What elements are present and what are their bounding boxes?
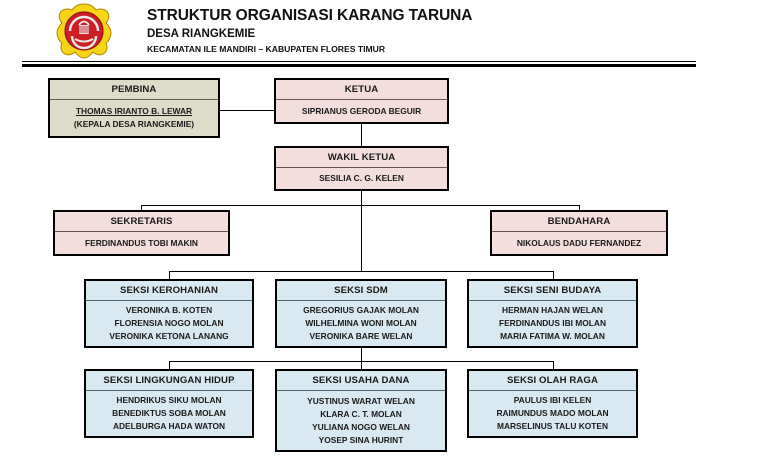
- connector-spine-row1: [361, 205, 362, 271]
- node-seksi-lingkungan-hidup-title: SEKSI LINGKUNGAN HIDUP: [86, 371, 252, 391]
- node-seksi-sdm-members: GREGORIUS GAJAK MOLAN WILHELMINA WONI MO…: [277, 301, 445, 346]
- member-name: HERMAN HAJAN WELAN: [502, 305, 603, 315]
- member-name: THOMAS IRIANTO B. LEWAR: [75, 106, 193, 116]
- node-seksi-lingkungan-hidup-members: HENDRIKUS SIKU MOLAN BENEDIKTUS SOBA MOL…: [86, 391, 252, 436]
- connector-drop-seni-budaya: [553, 271, 554, 279]
- karang-taruna-emblem-icon: [55, 3, 113, 59]
- node-seksi-kerohanian[interactable]: SEKSI KEROHANIAN VERONIKA B. KOTEN FLORE…: [84, 279, 254, 348]
- connector-pembina-ketua: [220, 110, 275, 111]
- connector-drop-kerohanian: [169, 271, 170, 279]
- member-name: HENDRIKUS SIKU MOLAN: [116, 395, 222, 405]
- connector-drop-usaha-dana: [361, 361, 362, 369]
- node-seksi-kerohanian-members: VERONIKA B. KOTEN FLORENSIA NOGO MOLAN V…: [86, 301, 252, 346]
- node-sekretaris-members: FERDINANDUS TOBI MAKIN: [55, 232, 228, 254]
- connector-drop-lingkungan: [169, 361, 170, 369]
- member-name: MARIA FATIMA W. MOLAN: [500, 331, 605, 341]
- connector-ketua-wakil: [361, 124, 362, 146]
- member-name: SIPRIANUS GERODA BEGUIR: [301, 105, 422, 116]
- member-name: GREGORIUS GAJAK MOLAN: [303, 305, 419, 315]
- member-name: FERDINANDUS TOBI MAKIN: [85, 237, 198, 248]
- node-seksi-olah-raga-title: SEKSI OLAH RAGA: [469, 371, 636, 391]
- connector-spine-row2: [361, 348, 362, 361]
- member-name: YUSTINUS WARAT WELAN: [307, 395, 415, 406]
- node-wakil-ketua-members: SESILIA C. G. KELEN: [276, 168, 447, 189]
- node-bendahara[interactable]: BENDAHARA NIKOLAUS DADU FERNANDEZ: [490, 210, 668, 256]
- node-seksi-seni-budaya-members: HERMAN HAJAN WELAN FERDINANDUS IBI MOLAN…: [469, 301, 636, 346]
- connector-bus-sekretaris-bendahara: [141, 205, 579, 206]
- member-name: VERONIKA B. KOTEN: [125, 305, 213, 315]
- member-name: FERDINANDUS IBI MOLAN: [498, 318, 606, 328]
- node-bendahara-members: NIKOLAUS DADU FERNANDEZ: [492, 232, 666, 254]
- node-seksi-olah-raga-members: PAULUS IBI KELEN RAIMUNDUS MADO MOLAN MA…: [469, 391, 636, 436]
- member-name: KLARA C. T. MOLAN: [320, 408, 402, 419]
- member-name: RAIMUNDUS MADO MOLAN: [496, 408, 609, 418]
- node-pembina-title: PEMBINA: [50, 80, 218, 100]
- node-seksi-olah-raga[interactable]: SEKSI OLAH RAGA PAULUS IBI KELEN RAIMUND…: [467, 369, 638, 438]
- node-seksi-lingkungan-hidup[interactable]: SEKSI LINGKUNGAN HIDUP HENDRIKUS SIKU MO…: [84, 369, 254, 438]
- page-subtitle-region: KECAMATAN ILE MANDIRI – KABUPATEN FLORES…: [147, 44, 386, 54]
- member-name: BENEDIKTUS SOBA MOLAN: [112, 408, 226, 418]
- document-header: STRUKTUR ORGANISASI KARANG TARUNA DESA R…: [0, 0, 768, 67]
- member-name: PAULUS IBI KELEN: [513, 395, 592, 405]
- node-seksi-seni-budaya[interactable]: SEKSI SENI BUDAYA HERMAN HAJAN WELAN FER…: [467, 279, 638, 348]
- header-text-block: STRUKTUR ORGANISASI KARANG TARUNA DESA R…: [147, 6, 472, 56]
- member-name: NIKOLAUS DADU FERNANDEZ: [516, 237, 642, 248]
- node-sekretaris-title: SEKRETARIS: [55, 212, 228, 232]
- node-seksi-usaha-dana-members: YUSTINUS WARAT WELAN KLARA C. T. MOLAN Y…: [277, 391, 445, 450]
- member-name: SESILIA C. G. KELEN: [319, 173, 404, 183]
- node-wakil-ketua-title: WAKIL KETUA: [276, 148, 447, 168]
- page-subtitle: DESA RIANGKEMIE: [147, 28, 256, 40]
- node-pembina[interactable]: PEMBINA THOMAS IRIANTO B. LEWAR (KEPALA …: [48, 78, 220, 138]
- node-seksi-sdm[interactable]: SEKSI SDM GREGORIUS GAJAK MOLAN WILHELMI…: [275, 279, 447, 348]
- member-name: VERONIKA BARE WELAN: [309, 331, 413, 341]
- node-seksi-sdm-title: SEKSI SDM: [277, 281, 445, 301]
- connector-drop-olah-raga: [553, 361, 554, 369]
- header-divider-thick: [22, 64, 696, 67]
- page-title: STRUKTUR ORGANISASI KARANG TARUNA: [147, 7, 473, 24]
- connector-wakil-down: [361, 190, 362, 206]
- node-seksi-usaha-dana-title: SEKSI USAHA DANA: [277, 371, 445, 391]
- node-seksi-kerohanian-title: SEKSI KEROHANIAN: [86, 281, 252, 301]
- member-name: WILHELMINA WONI MOLAN: [305, 318, 417, 328]
- member-name: VERONIKA KETONA LANANG: [109, 331, 229, 341]
- member-name: YOSEP SINA HURINT: [318, 434, 404, 445]
- connector-bus-seksi-row1: [169, 271, 553, 272]
- member-name: YULIANA NOGO WELAN: [312, 421, 410, 432]
- header-divider-thin: [22, 61, 696, 62]
- node-bendahara-title: BENDAHARA: [492, 212, 666, 232]
- connector-drop-sekretaris: [141, 205, 142, 211]
- member-name: MARSELINUS TALU KOTEN: [496, 421, 609, 431]
- member-name: FLORENSIA NOGO MOLAN: [114, 318, 224, 328]
- member-name: (KEPALA DESA RIANGKEMIE): [73, 119, 195, 129]
- node-ketua[interactable]: KETUA SIPRIANUS GERODA BEGUIR: [274, 78, 449, 124]
- node-ketua-title: KETUA: [276, 80, 447, 100]
- member-name: ADELBURGA HADA WATON: [112, 421, 226, 431]
- node-wakil-ketua[interactable]: WAKIL KETUA SESILIA C. G. KELEN: [274, 146, 449, 191]
- node-seksi-usaha-dana[interactable]: SEKSI USAHA DANA YUSTINUS WARAT WELAN KL…: [275, 369, 447, 452]
- node-ketua-members: SIPRIANUS GERODA BEGUIR: [276, 100, 447, 122]
- node-pembina-members: THOMAS IRIANTO B. LEWAR (KEPALA DESA RIA…: [50, 100, 218, 136]
- connector-drop-bendahara: [579, 205, 580, 211]
- node-sekretaris[interactable]: SEKRETARIS FERDINANDUS TOBI MAKIN: [53, 210, 230, 256]
- node-seksi-seni-budaya-title: SEKSI SENI BUDAYA: [469, 281, 636, 301]
